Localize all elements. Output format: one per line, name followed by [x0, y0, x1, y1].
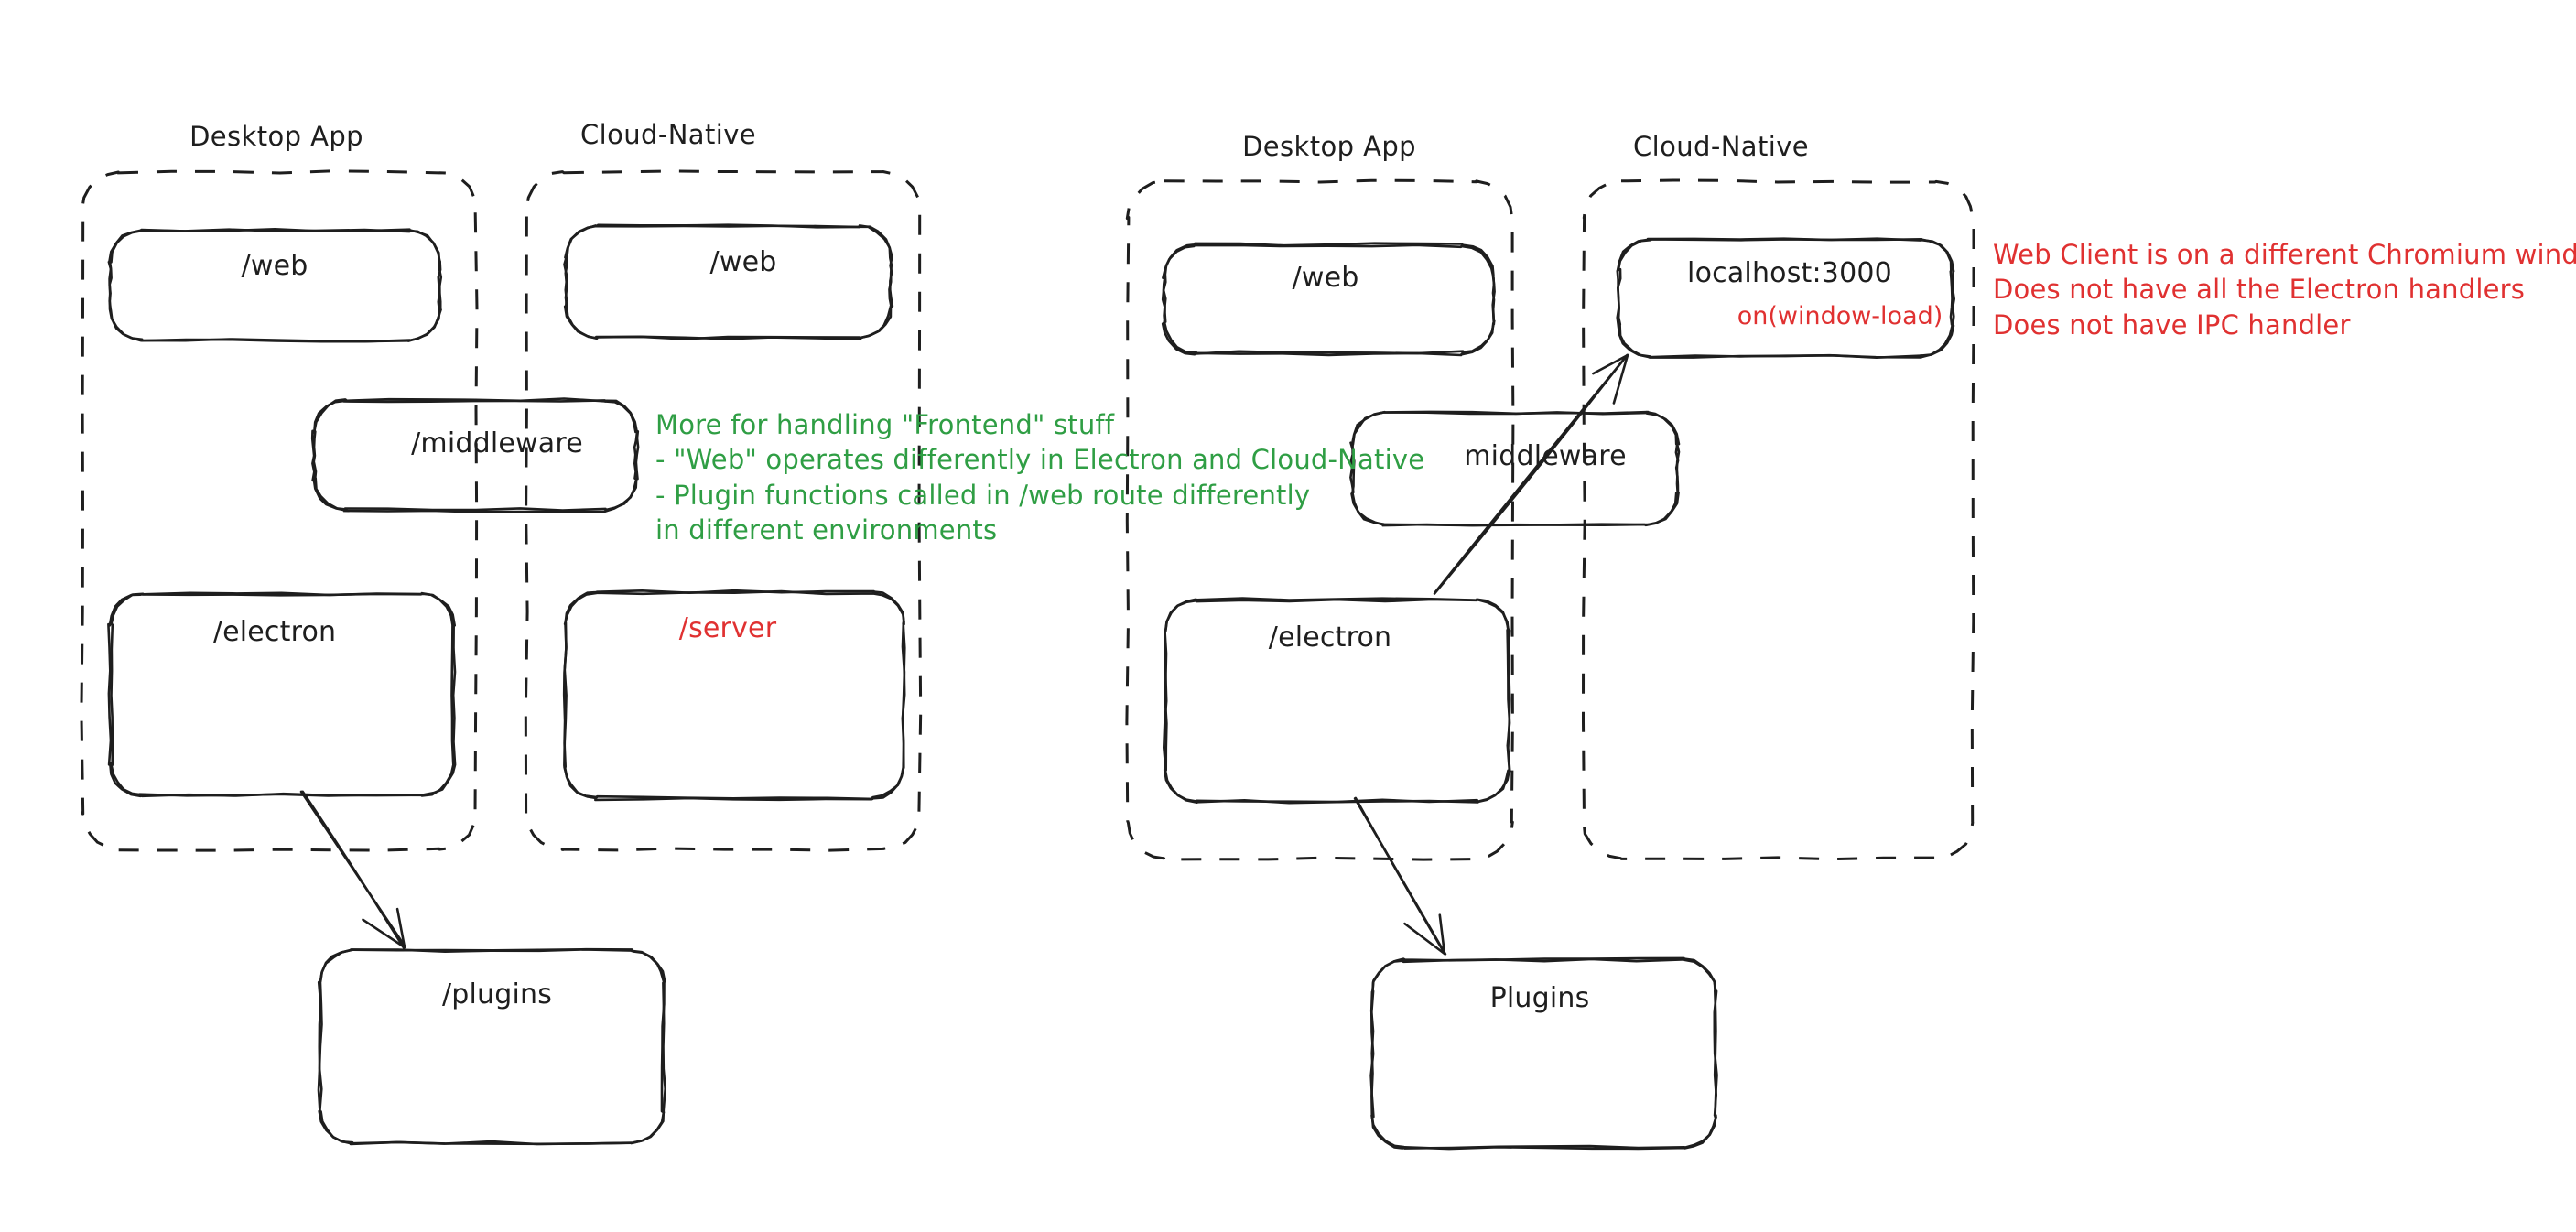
arrow-left-electron-to-plugins	[299, 790, 406, 949]
arrow-right-electron-to-localhost	[1433, 353, 1629, 595]
node-label-left-web-desktop: /web	[241, 250, 308, 282]
group-title-right-cloud-native: Cloud-Native	[1633, 131, 1809, 162]
arrow-right-electron-to-plugins	[1353, 796, 1447, 956]
annotation-line: Does not have IPC handler	[1993, 308, 2351, 340]
annotation-line: Web Client is on a different Chromium wi…	[1993, 239, 2576, 270]
node-label-right-electron: /electron	[1268, 621, 1392, 654]
annotation-line: - "Web" operates differently in Electron…	[655, 444, 1425, 476]
node-label-left-plugins: /plugins	[441, 978, 553, 1010]
node-sublabel-right-localhost: on(window-load)	[1737, 302, 1943, 330]
annotation-line: Does not have all the Electron handlers	[1993, 274, 2526, 306]
annotation-green-note: More for handling "Frontend" stuff - "Web…	[655, 407, 1424, 547]
node-box-left-web-cloud[interactable]	[563, 223, 894, 340]
group-title-right-desktop-app: Desktop App	[1242, 131, 1416, 162]
annotation-line: More for handling "Frontend" stuff	[655, 409, 1115, 440]
node-label-right-middleware: middleware	[1464, 440, 1627, 472]
node-label-right-web-desktop: /web	[1292, 262, 1359, 294]
node-box-left-web-desktop[interactable]	[107, 228, 443, 343]
node-label-left-server: /server	[678, 612, 777, 644]
annotation-line: in different environments	[655, 513, 998, 546]
group-title-left-cloud-native: Cloud-Native	[580, 119, 756, 150]
group-title-left-desktop-app: Desktop App	[189, 121, 363, 152]
annotation-red-note: Web Client is on a different Chromium wi…	[1993, 237, 2576, 342]
node-label-right-localhost: localhost:3000	[1687, 257, 1892, 289]
node-label-right-plugins: Plugins	[1489, 982, 1590, 1014]
node-label-left-middleware: /middleware	[411, 427, 583, 459]
annotation-line: - Plugin functions called in /web route …	[655, 479, 1311, 511]
node-label-left-web-cloud: /web	[709, 246, 777, 278]
node-label-left-electron: /electron	[212, 616, 337, 648]
